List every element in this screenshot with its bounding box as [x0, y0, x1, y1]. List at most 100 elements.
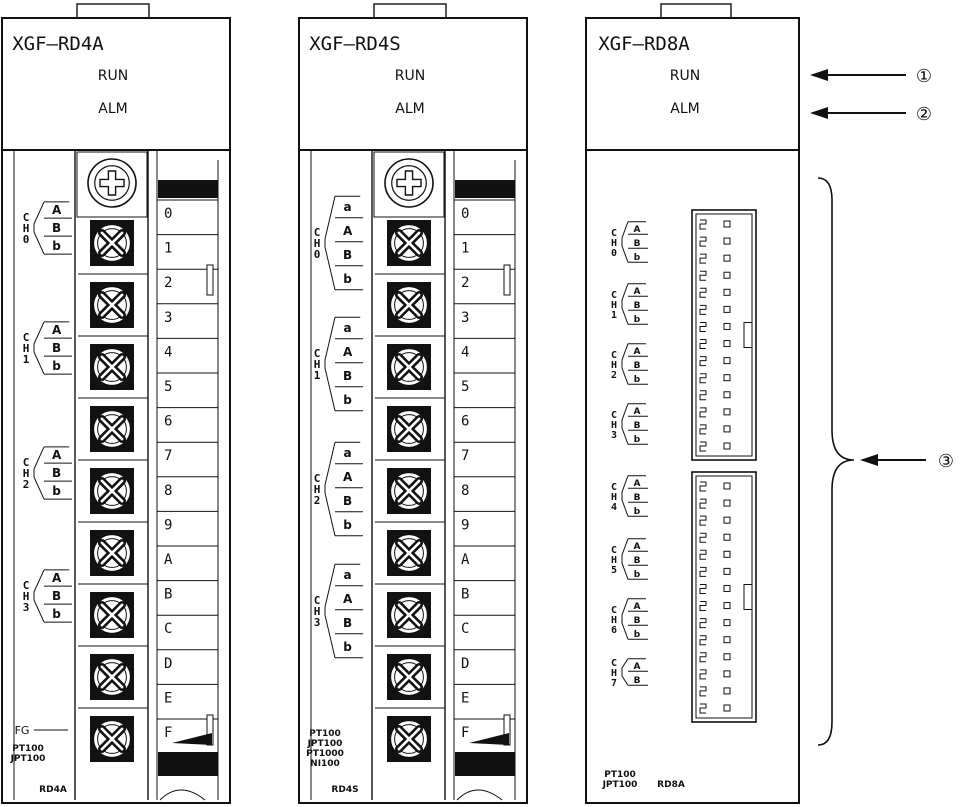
channel-name-letter: 1	[611, 310, 617, 321]
channel-name-letter: 2	[23, 478, 30, 491]
pin-label: A	[634, 407, 641, 417]
pin-label: A	[634, 662, 641, 672]
pin-label: b	[634, 375, 641, 385]
fg-label: FG	[15, 724, 30, 737]
terminal-screw-icon	[90, 592, 134, 638]
run-led-label: RUN	[98, 68, 128, 84]
channel-name-letter: H	[23, 222, 30, 235]
channel-name-letter: H	[611, 420, 617, 431]
callout-arrow-1	[810, 69, 906, 81]
channel-name-letter: 2	[314, 494, 321, 507]
terminal-screw-icon	[387, 530, 431, 576]
terminal-screw-icon	[90, 406, 134, 452]
pin-label: a	[344, 568, 352, 582]
alm-led-label: ALM	[670, 101, 699, 117]
channel-name-letter: H	[611, 238, 617, 249]
pin-label: b	[343, 393, 352, 407]
pin-label: A	[52, 203, 62, 217]
terminal-number: 8	[461, 483, 469, 499]
pin-label: B	[343, 494, 352, 508]
callout-arrow-2	[810, 107, 906, 119]
channel-name-letter: H	[314, 237, 321, 250]
pin-label: A	[634, 287, 641, 297]
pin-label: A	[343, 470, 353, 484]
terminal-number: 1	[461, 241, 469, 257]
pin-label: A	[343, 224, 353, 238]
pin-label: b	[52, 484, 61, 498]
channel-name-letter: C	[611, 482, 617, 493]
alm-led-label: ALM	[98, 101, 127, 117]
terminal-number: C	[461, 621, 469, 637]
pin-label: A	[343, 592, 353, 606]
module-code-label: RD4S	[331, 785, 358, 795]
pin-label: B	[343, 369, 352, 383]
sensor-type-label: PT100	[309, 729, 341, 739]
run-led-label: RUN	[395, 68, 425, 84]
terminal-screw-icon	[387, 220, 431, 266]
terminal-number: A	[461, 552, 470, 568]
pin-label: b	[52, 607, 61, 621]
pin-label: b	[634, 507, 641, 517]
channel-name-letter: 4	[611, 502, 617, 513]
terminal-number: 1	[164, 241, 172, 257]
terminal-screw-icon	[90, 468, 134, 514]
terminal-screw-icon	[387, 716, 431, 762]
channel-name-letter: 3	[314, 616, 321, 629]
callout-number-2: ②	[916, 104, 932, 125]
connector-upper	[691, 209, 757, 461]
terminal-number: C	[164, 621, 172, 637]
channel-name-letter: H	[314, 605, 321, 618]
model-label: XGF–RD4A	[12, 33, 104, 55]
terminal-number: 4	[164, 344, 172, 360]
pin-label: b	[634, 435, 641, 445]
channel-name-letter: C	[611, 290, 617, 301]
sensor-type-label: PT100	[12, 744, 44, 754]
pin-label: B	[52, 589, 61, 603]
callout-number-3: ③	[938, 451, 954, 472]
terminal-number: 9	[461, 517, 469, 533]
pin-label: B	[634, 421, 641, 431]
channel-name-letter: 1	[23, 353, 30, 366]
channel-name-letter: H	[23, 342, 30, 355]
pin-label: B	[634, 361, 641, 371]
terminal-number: 9	[164, 517, 172, 533]
pin-label: a	[344, 446, 352, 460]
terminal-screw-icon	[387, 406, 431, 452]
pin-label: B	[52, 221, 61, 235]
sensor-type-label: JPT100	[307, 739, 343, 749]
pin-label: b	[52, 359, 61, 373]
channel-name-letter: H	[314, 358, 321, 371]
channel-name-letter: C	[23, 211, 30, 224]
channel-name-letter: C	[314, 347, 321, 360]
terminal-number: 7	[461, 448, 469, 464]
channel-name-letter: H	[314, 483, 321, 496]
pin-label: B	[52, 466, 61, 480]
channel-name-letter: C	[23, 331, 30, 344]
pin-label: A	[634, 347, 641, 357]
pin-label: A	[634, 542, 641, 552]
terminal-number: 2	[461, 275, 469, 291]
pin-label: B	[343, 248, 352, 262]
channel-name-letter: C	[611, 545, 617, 556]
pin-label: b	[634, 570, 641, 580]
channel-name-letter: H	[23, 467, 30, 480]
terminal-number: 8	[164, 483, 172, 499]
pin-label: b	[343, 272, 352, 286]
terminal-screw-icon	[387, 468, 431, 514]
pin-label: A	[52, 571, 62, 585]
channel-name-letter: H	[611, 300, 617, 311]
pin-label: B	[634, 493, 641, 503]
pin-label: B	[343, 616, 352, 630]
pin-label: A	[634, 479, 641, 489]
terminal-screw-icon	[90, 716, 134, 762]
pin-label: b	[343, 640, 352, 654]
terminal-number: 3	[164, 310, 172, 326]
pin-label: A	[634, 602, 641, 612]
